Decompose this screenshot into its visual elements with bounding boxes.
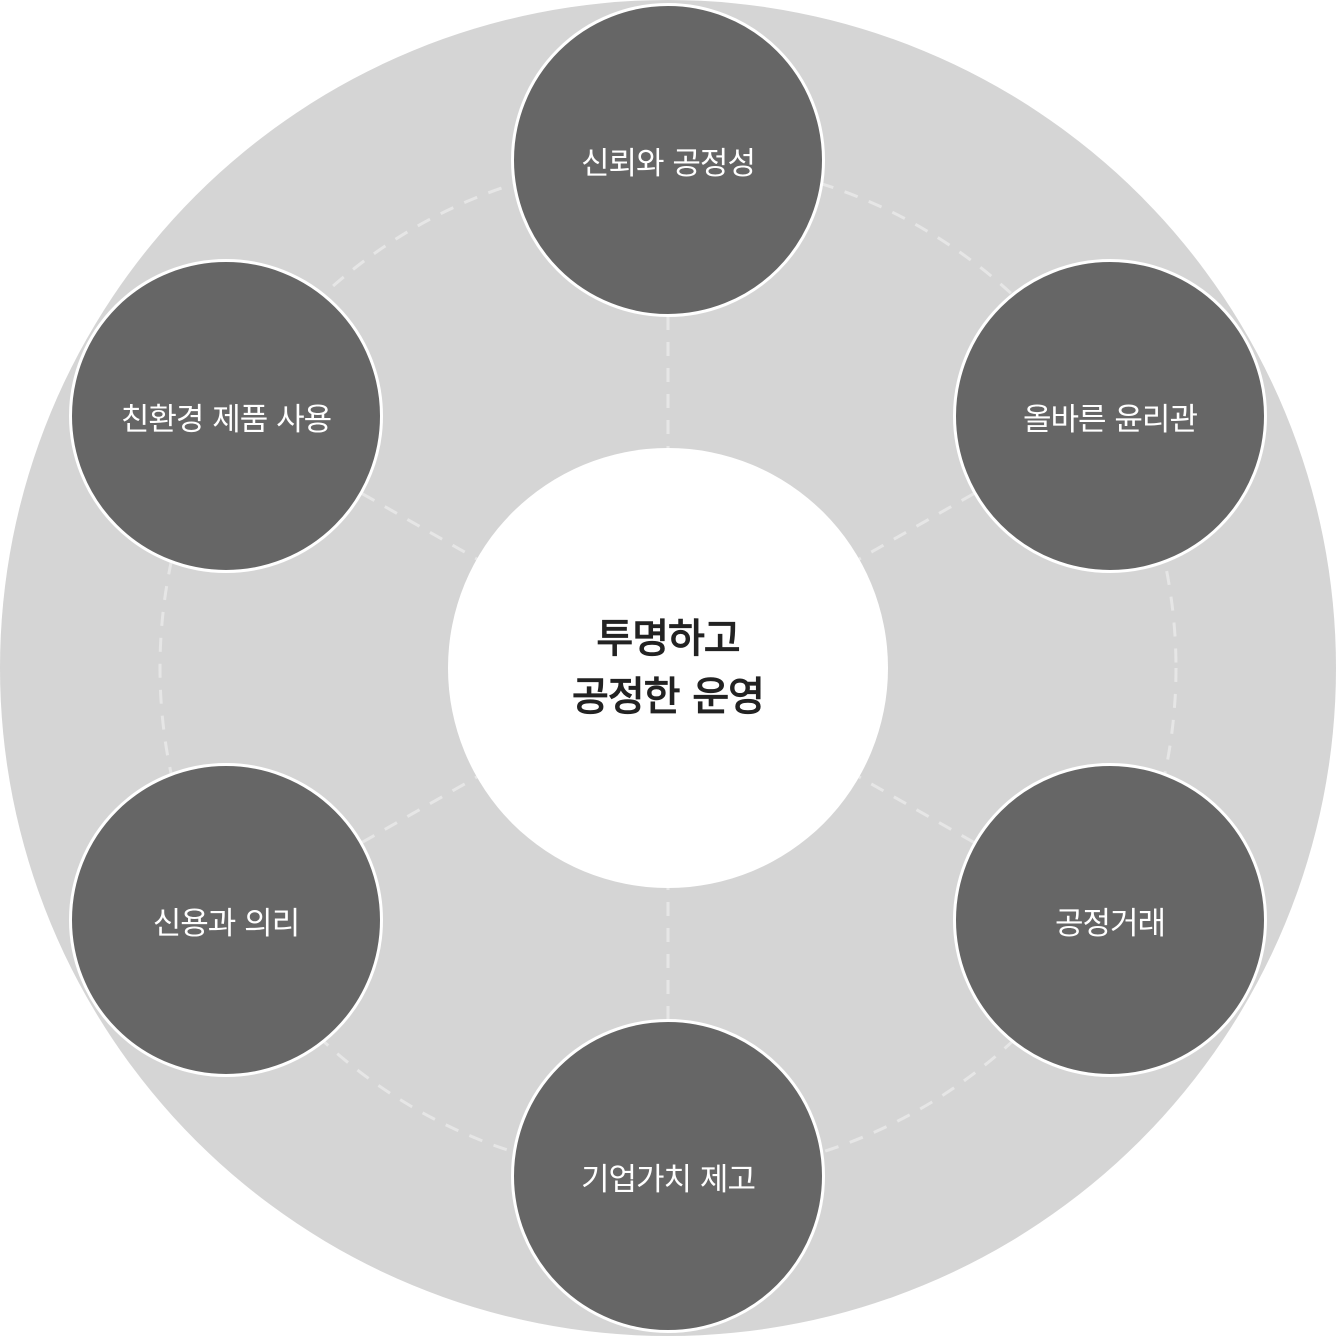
node-label: 신뢰와 공정성 xyxy=(581,145,756,182)
node-fair-trade: 공정거래 xyxy=(953,763,1267,1077)
center-circle: 투명하고 공정한 운영 xyxy=(448,448,888,888)
node-corporate-value: 기업가치 제고 xyxy=(511,1019,825,1333)
node-label: 공정거래 xyxy=(1054,905,1166,942)
node-eco-products: 친환경 제품 사용 xyxy=(69,259,383,573)
node-credit-loyalty: 신용과 의리 xyxy=(69,763,383,1077)
node-label: 친환경 제품 사용 xyxy=(120,401,332,438)
center-title-line1: 투명하고 xyxy=(596,616,740,662)
node-label: 올바른 윤리관 xyxy=(1023,401,1198,438)
node-trust-fairness: 신뢰와 공정성 xyxy=(511,3,825,317)
node-label: 기업가치 제고 xyxy=(581,1161,756,1198)
node-ethics: 올바른 윤리관 xyxy=(953,259,1267,573)
node-label: 신용과 의리 xyxy=(152,905,300,942)
center-title-line2: 공정한 운영 xyxy=(572,674,765,720)
